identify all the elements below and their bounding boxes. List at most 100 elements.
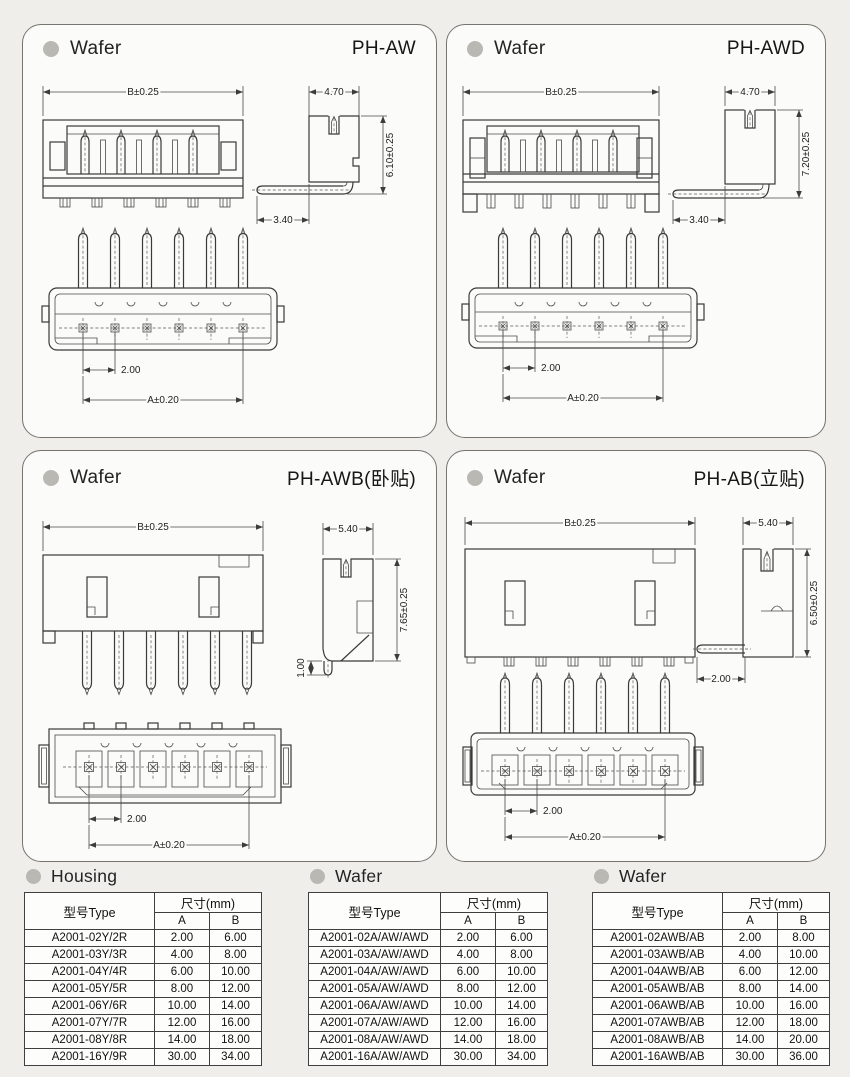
cell-a: 6.00 [154,963,210,981]
col-header-type: 型号Type [592,892,723,930]
dim-front-width: B±0.25 [545,87,577,98]
top-view: 2.00 A±0.20 [38,722,292,853]
col-header-b: B [777,912,830,930]
cell-type: A2001-02AWB/AB [592,929,723,947]
col-header-size: 尺寸(mm) [440,892,548,913]
section-title: Wafer [494,38,546,59]
cell-a: 10.00 [154,997,210,1015]
cell-b: 16.00 [495,1014,548,1032]
cell-type: A2001-07Y/7R [24,1014,155,1032]
cell-b: 10.00 [209,963,262,981]
cell-type: A2001-07A/AW/AWD [308,1014,441,1032]
section-bullet-icon [467,469,483,486]
cell-a: 14.00 [440,1031,496,1049]
cell-type: A2001-06A/AW/AWD [308,997,441,1015]
cell-b: 14.00 [209,997,262,1015]
cell-type: A2001-08AWB/AB [592,1031,723,1049]
dim-standoff: 1.00 [296,658,307,678]
col-header-type: 型号Type [308,892,441,930]
panel-header: Wafer PH-AWB(卧贴) [23,451,436,491]
cell-type: A2001-04AWB/AB [592,963,723,981]
dim-side-height: 6.10±0.25 [385,132,396,177]
section-title: Wafer [70,38,122,59]
col-header-a: A [722,912,778,930]
cell-b: 10.00 [495,963,548,981]
cell-b: 10.00 [777,946,830,964]
col-header-size: 尺寸(mm) [722,892,830,913]
dim-pitch: 2.00 [127,814,147,825]
cell-type: A2001-03Y/3R [24,946,155,964]
cell-a: 12.00 [722,1014,778,1032]
ph-awd-drawing: B±0.25 4.70 [461,85,814,406]
part-number: PH-AB(立贴) [693,469,805,490]
cell-b: 8.00 [777,929,830,947]
section-title: Wafer [494,466,546,488]
cell-type: A2001-06Y/6R [24,997,155,1015]
cell-b: 6.00 [495,929,548,947]
part-number: PH-AW [351,38,416,59]
cell-a: 14.00 [722,1031,778,1049]
cell-b: 36.00 [777,1048,830,1066]
cell-b: 34.00 [209,1048,262,1066]
wafer-aw-section: Wafer 型号Type 尺寸(mm) A B A2001-02A/AW/AWD… [308,866,548,1066]
dim-pitch: 2.00 [121,365,141,376]
section-title: Wafer [70,466,122,488]
front-view: B±0.25 [462,85,660,213]
col-header-type: 型号Type [24,892,155,930]
cell-b: 12.00 [777,963,830,981]
cell-type: A2001-05A/AW/AWD [308,980,441,998]
panel-ph-awb: Wafer PH-AWB(卧贴) B±0. [22,450,437,862]
cell-a: 2.00 [154,929,210,947]
cell-b: 8.00 [209,946,262,964]
cell-b: 34.00 [495,1048,548,1066]
cell-b: 16.00 [777,997,830,1015]
cell-a: 6.00 [722,963,778,981]
cell-b: 14.00 [495,997,548,1015]
dim-side-width: 4.70 [740,87,760,98]
section-bullet-icon [467,41,483,57]
dim-span: A±0.20 [147,395,179,406]
cell-type: A2001-05Y/5R [24,980,155,998]
top-view: 2.00 A±0.20 [41,227,285,408]
section-bullet-icon [43,41,59,57]
cell-a: 30.00 [154,1048,210,1066]
front-view: B±0.25 [42,85,244,208]
cell-type: A2001-08A/AW/AWD [308,1031,441,1049]
col-header-a: A [154,912,210,930]
section-title: Wafer [335,866,383,886]
ph-aw-drawing: B±0.25 4.70 [41,85,398,408]
cell-b: 18.00 [777,1014,830,1032]
section-bullet-icon [43,469,59,486]
dim-side-width: 5.40 [338,524,358,535]
dim-side-height: 6.50±0.25 [809,580,820,625]
dim-span: A±0.20 [567,393,599,404]
cell-a: 6.00 [440,963,496,981]
panel-ph-awd: Wafer PH-AWD [446,24,826,438]
cell-a: 2.00 [722,929,778,947]
cell-a: 8.00 [440,980,496,998]
section-bullet-icon [310,869,325,884]
cell-b: 18.00 [209,1031,262,1049]
col-header-a: A [440,912,496,930]
cell-b: 14.00 [777,980,830,998]
side-view: 4.70 6.10±0.25 3.40 [252,85,398,228]
dim-pin-length: 2.00 [711,674,731,685]
ph-awb-drawing: B±0.25 5.40 1.00 [38,520,412,853]
ph-ab-drawing: B±0.25 5.40 2.00 [462,516,822,845]
cell-b: 12.00 [209,980,262,998]
cell-type: A2001-03AWB/AB [592,946,723,964]
cell-a: 30.00 [440,1048,496,1066]
top-view: 2.00 A±0.20 [461,227,705,406]
